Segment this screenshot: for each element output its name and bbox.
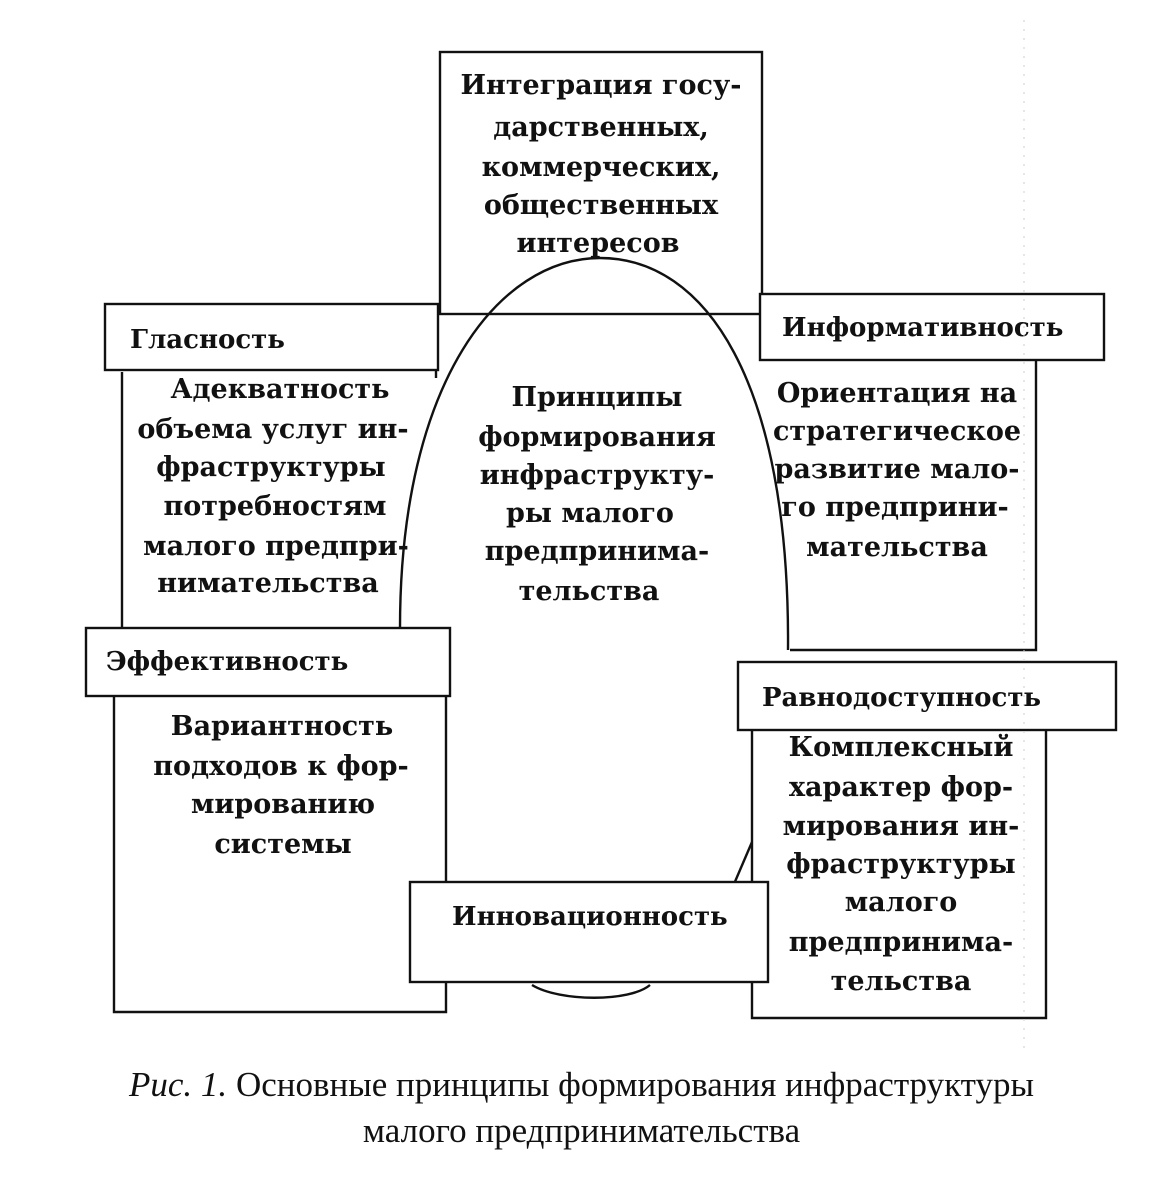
label-box-informativnost — [758, 292, 1106, 362]
label-informativnost: Информативность — [782, 313, 1063, 343]
center-text: Принципы формирования инфраструкту- ры м… — [478, 382, 716, 607]
label-box-innovatsionnost — [408, 880, 770, 984]
label-box-effektivnost — [84, 626, 452, 698]
right-lower-line: мирования ин- — [783, 811, 1020, 842]
top-box-line: общественных — [484, 190, 719, 221]
top-box-text: Интеграция госу- дарственных, коммерческ… — [461, 70, 742, 259]
left-upper-line: фраструктуры — [156, 452, 386, 483]
center-line: предпринима- — [485, 536, 709, 567]
center-oval-bottom — [531, 983, 651, 999]
left-upper-line: объема услуг ин- — [137, 414, 408, 445]
center-oval-top — [398, 256, 790, 651]
center-oval-right-tail — [732, 841, 754, 885]
left-upper-text: Адекватность объема услуг ин- фраструкту… — [137, 374, 408, 599]
right-upper-line: Ориентация на — [777, 378, 1017, 409]
caption-figure-number: Рис. 1. — [129, 1065, 228, 1104]
top-box — [438, 50, 764, 316]
center-line: ры малого — [506, 498, 674, 529]
label-ravnodostupnost: Равнодоступность — [762, 683, 1041, 713]
right-lower-line: Комплексный — [789, 732, 1014, 763]
center-line: формирования — [478, 422, 716, 453]
label-box-glasnost — [103, 302, 440, 372]
right-upper-text: Ориентация на стратегическое развитие ма… — [773, 378, 1021, 563]
right-upper-line: развитие мало- — [775, 454, 1020, 485]
right-lower-body-edge — [750, 730, 1048, 1020]
center-line: Принципы — [512, 382, 683, 413]
right-lower-line: фраструктуры — [786, 849, 1016, 880]
right-lower-line: предпринима- — [789, 927, 1013, 958]
caption-line-1: Рис. 1. Основные принципы формирования и… — [0, 1062, 1163, 1108]
top-box-line: Интеграция госу- — [461, 70, 742, 101]
label-glasnost: Гласность — [130, 325, 285, 355]
left-lower-line: подходов к фор- — [153, 751, 408, 782]
right-upper-line: стратегическое — [773, 416, 1021, 447]
right-lower-text: Комплексный характер фор- мирования ин- … — [783, 732, 1020, 997]
left-upper-line: малого предпри- — [143, 531, 409, 562]
left-lower-line: системы — [214, 829, 351, 860]
center-line: инфраструкту- — [480, 460, 715, 491]
right-upper-body-edge — [790, 360, 1038, 652]
top-box-line: интересов — [517, 228, 680, 259]
caption-title: Основные принципы формирования инфрастру… — [235, 1065, 1034, 1104]
left-lower-line: Вариантность — [171, 711, 393, 742]
right-upper-line: мательства — [806, 532, 988, 563]
left-upper-line: Адекватность — [171, 374, 390, 405]
label-innovatsionnost: Инновационность — [452, 902, 728, 932]
top-box-line: коммерческих, — [482, 152, 721, 183]
center-line: тельства — [519, 576, 660, 607]
left-upper-line: потребностям — [164, 491, 387, 522]
top-box-line: дарственных, — [493, 112, 709, 143]
label-effektivnost: Эффективность — [106, 647, 348, 677]
right-lower-line: характер фор- — [789, 772, 1013, 803]
left-lower-line: мированию — [191, 789, 375, 820]
caption-line-2: малого предпринимательства — [362, 1111, 801, 1150]
right-lower-line: малого — [845, 887, 958, 918]
right-lower-line: тельства — [831, 966, 972, 997]
figure-caption: Рис. 1. Основные принципы формирования и… — [0, 1062, 1163, 1154]
left-lower-text: Вариантность подходов к фор- мированию с… — [153, 711, 408, 860]
left-lower-body-edge — [112, 696, 448, 1014]
right-upper-line: го предприни- — [781, 492, 1008, 523]
left-upper-line: нимательства — [157, 568, 378, 599]
label-box-ravnodostupnost — [736, 660, 1118, 732]
